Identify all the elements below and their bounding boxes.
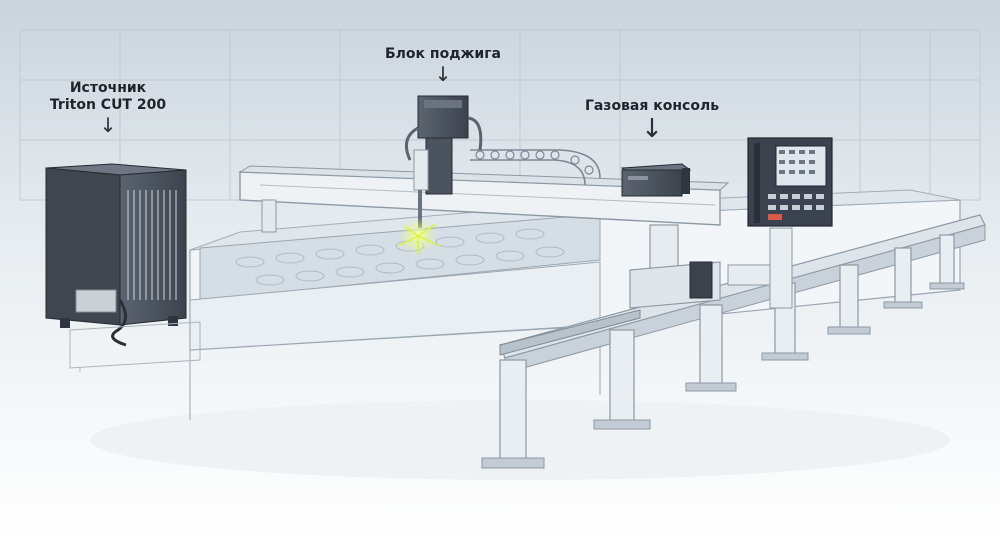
arrow-down-icon: ↓ bbox=[434, 62, 452, 86]
callout-plasma-source: Источник Triton CUT 200 ↓ bbox=[28, 80, 188, 136]
gantry-beam bbox=[238, 165, 793, 309]
cnc-control-panel bbox=[747, 137, 833, 227]
cable-chain bbox=[470, 149, 601, 186]
ignition-unit bbox=[404, 95, 483, 228]
gas-console bbox=[620, 163, 692, 197]
callout-ignition-unit: Блок поджига ↓ bbox=[368, 46, 518, 85]
callout-gas-console: Газовая консоль ↓ bbox=[572, 98, 732, 143]
arrow-down-icon: ↓ bbox=[99, 113, 117, 137]
guide-rail bbox=[481, 214, 986, 469]
plasma-source-cabinet bbox=[45, 163, 187, 347]
callout-ignition-label: Блок поджига bbox=[384, 46, 502, 62]
callout-gas-label: Газовая консоль bbox=[584, 98, 720, 114]
callout-source-line1: Источник bbox=[69, 80, 147, 96]
source-pedestal bbox=[69, 321, 201, 372]
arrow-down-icon: ↓ bbox=[641, 114, 663, 144]
callout-source-line2: Triton CUT 200 bbox=[49, 97, 167, 113]
spark-rays bbox=[397, 223, 441, 254]
